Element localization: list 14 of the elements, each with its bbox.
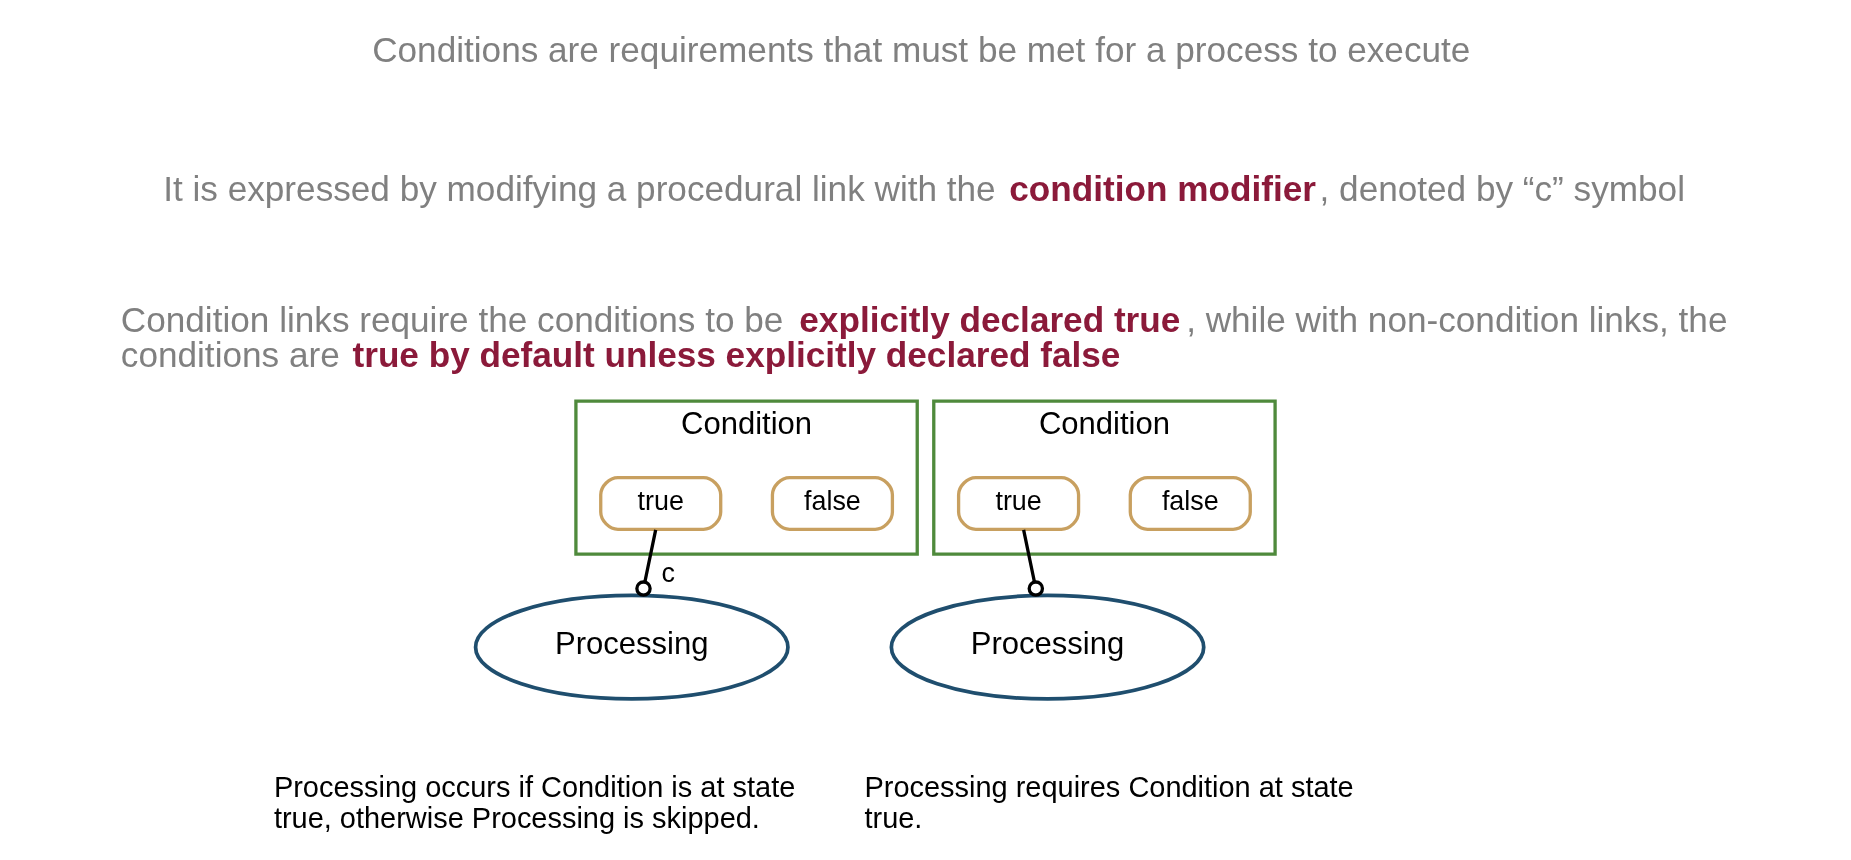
label: Processing requires Condition at state true. <box>864 770 1354 834</box>
label: Condition links require the conditions to be explicitly declared true, while with non-condition links, the conditions are true by default unless explicitly declared false <box>120 299 1728 375</box>
edge-label: c <box>661 557 675 588</box>
node-box: false <box>770 475 895 531</box>
node-ellipse: Processing <box>473 593 790 701</box>
connector <box>635 529 658 597</box>
node-ellipse: Processing <box>889 593 1206 701</box>
connector <box>1022 529 1045 597</box>
node-box: true <box>599 475 723 531</box>
label: It is expressed by modifying a procedural link with the condition modifier, denoted by “c” symbol <box>163 168 1685 208</box>
label: Processing occurs if Condition is at state true, otherwise Processing is skipped. <box>273 770 796 834</box>
label: Conditions are requirements that must be met for a process to execute <box>372 30 1471 69</box>
node-box: false <box>1128 475 1252 531</box>
node-box: true <box>956 475 1081 531</box>
